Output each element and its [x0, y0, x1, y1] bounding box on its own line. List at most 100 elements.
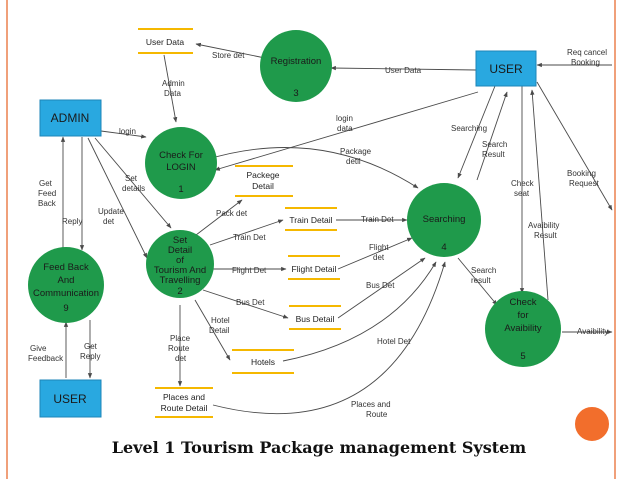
data-store-flight-detail: Flight Detail	[288, 255, 340, 280]
label-set-details-1: Set	[125, 174, 138, 183]
process-registration-label: Registration	[271, 56, 322, 67]
process-searching-number: 4	[441, 242, 446, 253]
process-registration: Registration 3	[260, 30, 332, 102]
flow-bus-det-a	[202, 289, 289, 319]
data-store-train-detail: Train Detail	[285, 207, 337, 231]
process-setdetail-label-4: Tourism And	[154, 265, 206, 276]
flow-hotel-det	[282, 261, 437, 362]
store-label-places-2: Route Detail	[161, 403, 208, 413]
entity-admin-label: ADMIN	[51, 111, 90, 125]
label-search-result-1: Search	[482, 140, 507, 149]
label-check-seat-2: seat	[514, 189, 530, 198]
flow-search-result	[476, 91, 508, 181]
label-bus-det-a: Bus Det	[236, 298, 265, 307]
flow-hotel-detail	[194, 299, 231, 361]
flow-user-data	[330, 65, 477, 71]
label-login: login	[119, 127, 136, 136]
store-label-user-data: User Data	[146, 37, 185, 47]
label-login-data-2: data	[337, 124, 353, 133]
label-get-reply-1: Get	[84, 342, 98, 351]
entity-user-bottom: USER	[39, 379, 102, 418]
flow-bus-det-b	[337, 257, 426, 319]
process-feedback-number: 9	[63, 303, 68, 314]
flow-places-and-route	[212, 261, 446, 415]
label-login-data-1: login	[336, 114, 353, 123]
label-check-seat-1: Check	[511, 179, 535, 188]
process-feedback-label-2: And	[58, 275, 75, 286]
label-hotel-detail-1: Hotel	[211, 316, 230, 325]
label-set-details-2: details	[122, 184, 145, 193]
flow-searching	[457, 85, 496, 179]
label-avaibility: Avaibility	[577, 327, 608, 336]
label-req-cancel-1: Req cancel	[567, 48, 607, 57]
process-setdetail-label-5: Travelling	[160, 275, 201, 286]
flow-store-det	[195, 42, 266, 59]
slide-left-border	[6, 0, 8, 479]
store-label-places-1: Places and	[163, 392, 205, 402]
flow-avaibility-result	[530, 89, 549, 301]
process-check-availability: Check for Avaibility 5	[485, 291, 561, 367]
process-setdetail-label-1: Set	[173, 235, 188, 246]
label-booking-request-2: Request	[569, 179, 600, 188]
diagram-caption: Level 1 Tourism Package management Syste…	[111, 438, 527, 457]
process-avail-label-2: for	[517, 310, 528, 321]
label-admin-data-1: Admin	[162, 79, 185, 88]
store-label-flight: Flight Detail	[292, 264, 337, 274]
store-label-package-2: Detail	[252, 181, 274, 191]
process-feedback-label-3: Communication	[33, 288, 99, 299]
slide-right-border	[614, 0, 616, 479]
label-hotel-detail-2: Detail	[209, 326, 230, 335]
process-set-detail: Set Detail of Tourism And Travelling 2	[146, 230, 214, 298]
flow-admin-data	[163, 54, 178, 123]
flow-update-det	[87, 137, 148, 259]
label-avail-result-1: Avaibility	[528, 221, 559, 230]
store-label-bus: Bus Detail	[296, 314, 335, 324]
flow-flight-det-b	[337, 237, 413, 270]
label-pack-det: Pack det	[216, 209, 248, 218]
process-setdetail-number: 2	[177, 286, 182, 297]
label-give-feedback-1: Give	[30, 344, 47, 353]
store-label-train: Train Detail	[289, 215, 332, 225]
label-search-result-2: Result	[482, 150, 505, 159]
label-booking-request-1: Booking	[567, 169, 596, 178]
flow-pack-det	[195, 199, 243, 236]
data-store-bus-detail: Bus Detail	[289, 305, 341, 330]
process-feedback: Feed Back And Communication 9	[28, 247, 104, 323]
entity-admin: ADMIN	[39, 99, 102, 137]
label-user-data: User Data	[385, 66, 422, 75]
flow-login	[100, 130, 147, 139]
label-update-det-1: Update	[98, 207, 124, 216]
label-train-det-b: Train Det	[361, 215, 394, 224]
entity-user-bottom-label: USER	[53, 392, 87, 406]
label-get-feed-1: Get	[39, 179, 53, 188]
label-update-det-2: det	[103, 217, 115, 226]
label-flight-det-a: Flight Det	[232, 266, 267, 275]
label-req-cancel-2: Booking	[571, 58, 600, 67]
flow-labels: Store det Admin Data User Data Req cance…	[28, 48, 608, 419]
label-search-result-b-1: Search	[471, 266, 496, 275]
label-store-det: Store det	[212, 51, 245, 60]
entity-user-top-label: USER	[489, 62, 523, 76]
label-flight-det-b-2: det	[373, 253, 385, 262]
label-flight-det-b-1: Flight	[369, 243, 389, 252]
flow-set-details	[94, 137, 172, 229]
store-label-package-1: Packege	[246, 170, 279, 180]
process-avail-label-1: Check	[510, 297, 537, 308]
label-package-detil-2: detil	[346, 157, 361, 166]
store-label-hotels: Hotels	[251, 357, 275, 367]
flow-train-det-a	[209, 219, 284, 246]
process-avail-number: 5	[520, 351, 525, 362]
process-setdetail-label-2: Detail	[168, 245, 192, 256]
process-setdetail-label-3: of	[176, 255, 184, 266]
label-places-route-1: Places and	[351, 400, 391, 409]
label-search-result-b-2: result	[471, 276, 491, 285]
data-store-places-route: Places and Route Detail	[155, 387, 213, 418]
label-places-route-2: Route	[366, 410, 388, 419]
data-store-hotels: Hotels	[232, 349, 294, 374]
label-avail-result-2: Result	[534, 231, 557, 240]
process-feedback-label-1: Feed Back	[43, 262, 89, 273]
label-get-reply-2: Reply	[80, 352, 100, 361]
process-searching-label: Searching	[423, 214, 466, 225]
flow-booking-request	[536, 81, 613, 211]
label-train-det-a: Train Det	[233, 233, 266, 242]
